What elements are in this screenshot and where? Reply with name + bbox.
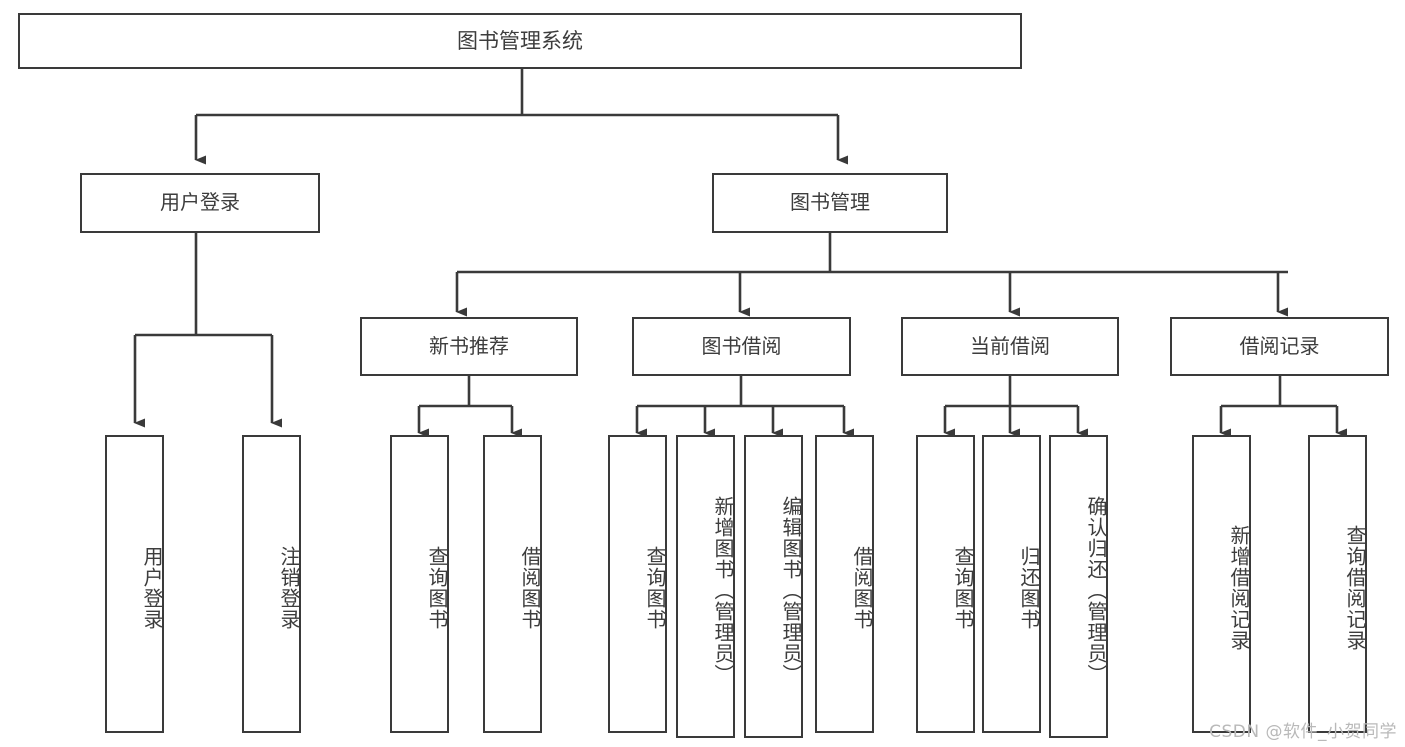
node-user-login[interactable]: 用户登录 <box>80 173 320 233</box>
node-leaf-add-borrow-record[interactable]: 新增借阅记录 <box>1192 435 1251 733</box>
node-leaf-confirm-return-admin[interactable]: 确认归还（管理员） <box>1049 435 1108 738</box>
node-label: 新增借阅记录 <box>1227 525 1251 651</box>
node-current-borrow[interactable]: 当前借阅 <box>901 317 1119 376</box>
node-label: 编辑图书（管理员） <box>779 496 803 685</box>
node-leaf-query-book-2[interactable]: 查询图书 <box>608 435 667 733</box>
node-label: 借阅记录 <box>1239 333 1320 358</box>
node-root-system[interactable]: 图书管理系统 <box>18 13 1022 69</box>
node-leaf-query-borrow-record[interactable]: 查询借阅记录 <box>1308 435 1367 733</box>
node-leaf-return-book[interactable]: 归还图书 <box>982 435 1041 733</box>
node-label: 图书管理 <box>790 190 870 215</box>
node-book-management[interactable]: 图书管理 <box>712 173 948 233</box>
node-leaf-query-book-1[interactable]: 查询图书 <box>390 435 449 733</box>
node-label: 查询图书 <box>643 546 667 630</box>
node-label: 查询图书 <box>951 546 975 630</box>
node-leaf-query-book-3[interactable]: 查询图书 <box>916 435 975 733</box>
node-leaf-logout-login[interactable]: 注销登录 <box>242 435 301 733</box>
node-label: 查询借阅记录 <box>1343 525 1367 651</box>
node-borrow-record[interactable]: 借阅记录 <box>1170 317 1389 376</box>
node-label: 新书推荐 <box>429 333 509 358</box>
node-label: 借阅图书 <box>850 546 874 630</box>
node-label: 新增图书（管理员） <box>711 496 735 685</box>
node-label: 用户登录 <box>140 546 164 630</box>
node-leaf-user-login[interactable]: 用户登录 <box>105 435 164 733</box>
node-label: 注销登录 <box>277 546 301 630</box>
node-leaf-add-book-admin[interactable]: 新增图书（管理员） <box>676 435 735 738</box>
node-label: 借阅图书 <box>518 546 542 630</box>
node-label: 归还图书 <box>1017 546 1041 630</box>
node-new-book-recommend[interactable]: 新书推荐 <box>360 317 578 376</box>
node-label: 当前借阅 <box>970 333 1050 358</box>
node-label: 用户登录 <box>160 190 240 215</box>
node-label: 图书管理系统 <box>457 28 583 53</box>
node-label: 确认归还（管理员） <box>1084 496 1108 685</box>
node-book-borrow[interactable]: 图书借阅 <box>632 317 851 376</box>
node-leaf-borrow-book-2[interactable]: 借阅图书 <box>815 435 874 733</box>
node-leaf-edit-book-admin[interactable]: 编辑图书（管理员） <box>744 435 803 738</box>
node-label: 查询图书 <box>425 546 449 630</box>
node-leaf-borrow-book-1[interactable]: 借阅图书 <box>483 435 542 733</box>
watermark-text: CSDN @软件_小贺同学 <box>1209 722 1397 742</box>
node-label: 图书借阅 <box>701 333 782 358</box>
